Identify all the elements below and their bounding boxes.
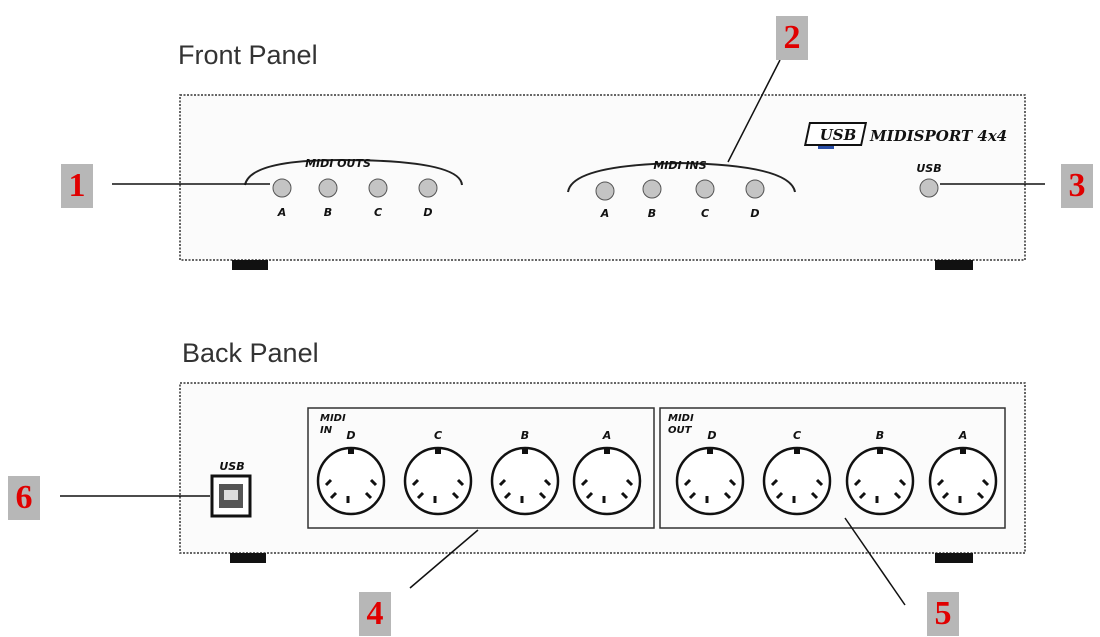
midi-out-label-line2: OUT [668, 425, 693, 436]
front-panel-title: Front Panel [178, 40, 318, 70]
back-usb-label: USB [219, 460, 244, 473]
back-panel-title: Back Panel [182, 338, 319, 368]
midi-out-jack-c [762, 446, 832, 516]
midi-in-label-line2: IN [320, 425, 333, 436]
midi-in-jack-label-a: A [602, 429, 612, 442]
midi-out-jack-label-a: A [958, 429, 968, 442]
midi-in-port-c: C [701, 207, 709, 220]
midi-out-jack-label-c: C [793, 429, 801, 442]
leader-line-2 [727, 59, 781, 163]
midi-in-jack-a [572, 446, 642, 516]
midi-out-led-c [368, 178, 388, 198]
midi-in-jack-b [490, 446, 560, 516]
callout-3: 3 [1061, 164, 1093, 208]
midi-in-led-a [595, 181, 615, 201]
midi-outs-label: MIDI OUTS [305, 157, 371, 170]
midi-out-section: MIDI OUT D C B A [659, 407, 1006, 529]
callout-2: 2 [776, 16, 808, 60]
callout-5: 5 [927, 592, 959, 636]
midi-in-section: MIDI IN D C B A [307, 407, 655, 529]
midi-in-jack-label-b: B [521, 429, 529, 442]
midi-in-jack-label-d: D [346, 429, 355, 442]
leader-line-4 [409, 529, 479, 589]
midi-out-jack-label-d: D [707, 429, 716, 442]
midi-out-jack-a [928, 446, 998, 516]
midi-out-jack-b [845, 446, 915, 516]
brand-logo-text: USB [820, 126, 857, 144]
leader-lines [60, 59, 1045, 606]
midi-out-port-a: A [277, 206, 287, 219]
callout-6: 6 [8, 476, 40, 520]
brand-logo: USB MIDISPORT 4x4 [803, 122, 1007, 149]
midi-in-label-line1: MIDI [320, 413, 346, 424]
usb-led-label: USB [916, 162, 941, 175]
midi-out-port-c: C [374, 206, 382, 219]
brand-model-text: MIDISPORT 4x4 [869, 127, 1007, 145]
midi-ins-label: MIDI INS [653, 159, 706, 172]
midi-ins-group: MIDI INS A B C D [567, 159, 796, 220]
midi-in-led-b [642, 179, 662, 199]
leader-line-5 [844, 517, 906, 606]
midi-out-label-line1: MIDI [668, 413, 694, 424]
usb-b-port [210, 474, 252, 518]
midi-out-jack-d [675, 446, 745, 516]
midi-out-port-d: D [423, 206, 432, 219]
callout-4: 4 [359, 592, 391, 636]
midi-in-jack-label-c: C [434, 429, 442, 442]
front-foot-right [935, 260, 973, 270]
back-foot-right [935, 553, 973, 563]
midi-in-port-a: A [600, 207, 610, 220]
midi-in-port-d: D [750, 207, 759, 220]
midi-outs-group: MIDI OUTS A B C D [244, 157, 463, 219]
midi-in-jack-c [403, 446, 473, 516]
front-foot-left [232, 260, 268, 270]
front-panel: MIDI OUTS A B C D MIDI INS A B C [179, 94, 1026, 270]
midi-out-led-b [318, 178, 338, 198]
back-panel: USB MIDI IN D C B A [179, 382, 1026, 563]
callout-1: 1 [61, 164, 93, 208]
back-foot-left [230, 553, 266, 563]
midi-in-jack-d [316, 446, 386, 516]
midi-in-led-c [695, 179, 715, 199]
midi-in-led-d [745, 179, 765, 199]
midi-in-port-b: B [648, 207, 656, 220]
midi-out-led-a [272, 178, 292, 198]
midi-out-jack-label-b: B [876, 429, 884, 442]
usb-led [919, 178, 939, 198]
midi-out-port-b: B [324, 206, 332, 219]
midi-out-led-d [418, 178, 438, 198]
